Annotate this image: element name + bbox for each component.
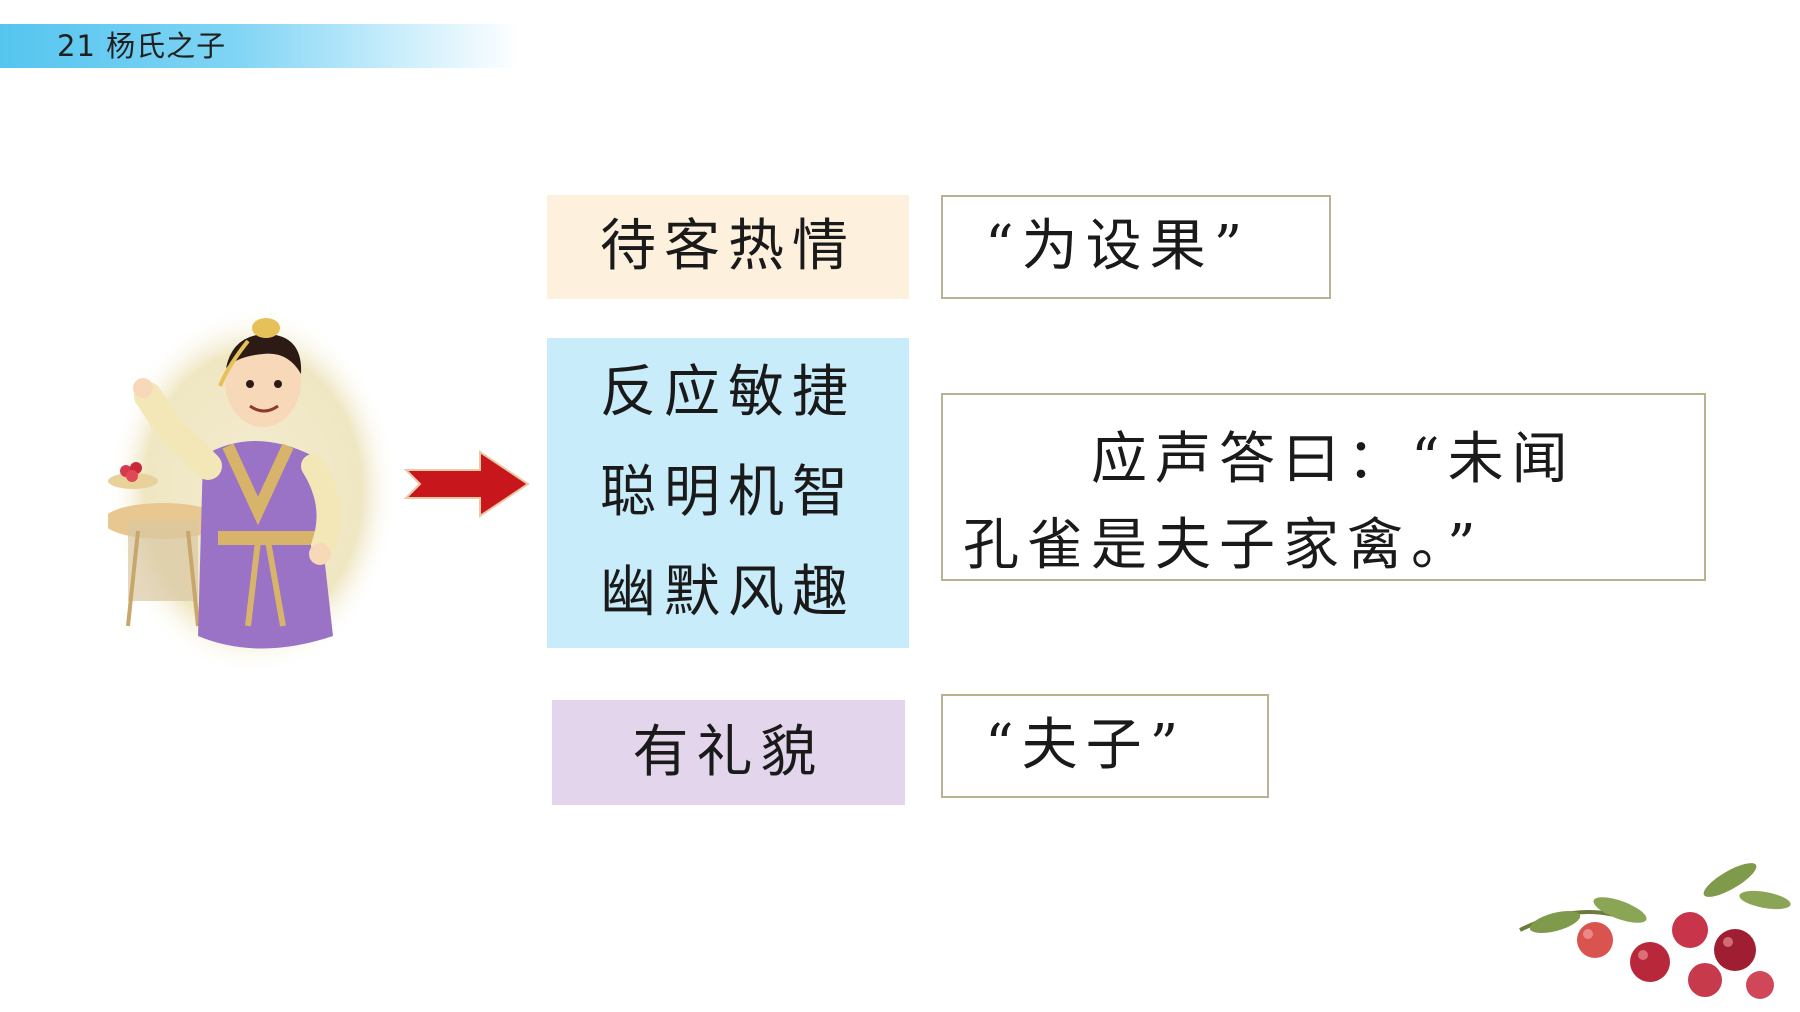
trait-smart-label: 聪明机智 bbox=[600, 460, 856, 525]
quote-fruit-box: “为设果” bbox=[941, 195, 1331, 299]
boy-illustration bbox=[108, 306, 398, 676]
trait-hospitable-box: 待客热情 bbox=[547, 195, 909, 299]
bayberry-decoration bbox=[1519, 863, 1791, 999]
lesson-title: 21 杨氏之子 bbox=[57, 29, 227, 63]
red-right-arrow-icon bbox=[403, 450, 530, 518]
quote-fruit-text: “为设果” bbox=[985, 214, 1251, 279]
quote-peacock-line2: 孔雀是夫子家禽。” bbox=[963, 513, 1484, 578]
trait-polite-label: 有礼貌 bbox=[632, 719, 825, 785]
trait-quick-response-label: 反应敏捷 bbox=[600, 360, 856, 425]
quote-peacock-box: 应声答曰：“未闻 孔雀是夫子家禽。” bbox=[941, 393, 1706, 581]
quote-peacock-line1: 应声答曰：“未闻 bbox=[1091, 427, 1576, 492]
trait-polite-box: 有礼貌 bbox=[552, 700, 905, 805]
quote-master-text: “夫子” bbox=[985, 713, 1187, 778]
trait-humorous-label: 幽默风趣 bbox=[600, 560, 856, 625]
header-bar bbox=[0, 24, 520, 68]
trait-clever-box: 反应敏捷 聪明机智 幽默风趣 bbox=[547, 338, 909, 648]
trait-hospitable-label: 待客热情 bbox=[600, 214, 856, 279]
quote-master-box: “夫子” bbox=[941, 694, 1269, 798]
